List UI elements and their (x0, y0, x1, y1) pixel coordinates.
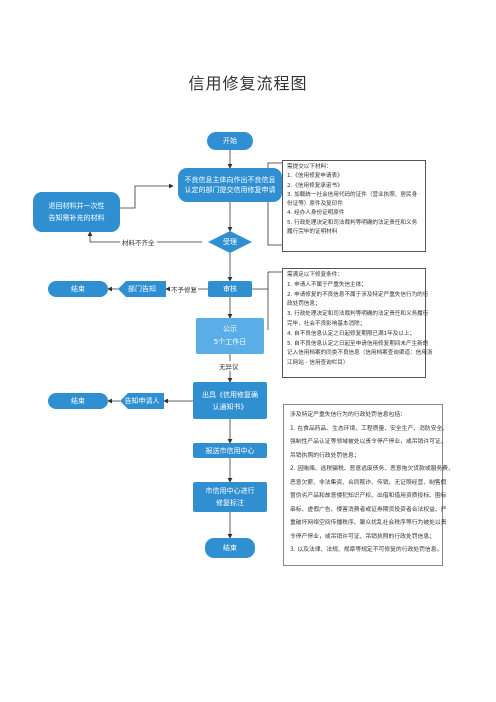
materials-line: 需提交以下材料： (287, 164, 332, 170)
conditions-line: 江网站 - 信用查询栏目） (287, 360, 349, 367)
materials-line: 1.《信用修复申请表》 (287, 173, 343, 180)
label-incomplete: 材料不齐全 (120, 237, 157, 247)
submit-line-2: 认定的部门提交信用修复申请 (184, 186, 276, 194)
serious-line: 吊销执照的行政处罚信息； (290, 452, 360, 459)
serious-line: 重破坏网络空间传播秩序、聚众扰乱社会秩序等行为被处以责 (290, 520, 447, 526)
conditions-line: 2. 申请修复的不良信息不属于涉及特定严重失信行为的行 (287, 291, 429, 298)
materials-line: 3. 加载统一社会信用代码的证件（营业执照、居民身 (287, 191, 418, 198)
report-center-node: 报送市信用中心 (193, 443, 267, 458)
end-left-node-1: 结束 (48, 281, 108, 297)
conditions-line: 需满足以下修复条件： (287, 272, 343, 278)
submit-application-node: 不良信息主体向作出不良信息 认定的部门提交信用修复申请 (178, 168, 282, 202)
issue-line-1: 出具《信用修复确 (202, 390, 258, 399)
serious-line: 强制性产品认证等领域被处以责令停产停业，或吊销许可证、 (290, 439, 447, 445)
conditions-line: 政处罚信息； (287, 301, 321, 308)
conditions-line: 4. 自不良信息认定之日起修复期限已满1年及以上； (287, 330, 416, 337)
materials-line: 5. 行政处理决定和司法裁判等明确的法定责任和义务 (287, 219, 418, 226)
materials-line: 2.《信用修复承诺书》 (287, 182, 343, 189)
serious-line: 3. 以及法律、法规、规章等规定不可修复的行政处罚信息。 (290, 547, 443, 553)
publicity-line-1: 公示 (223, 325, 237, 333)
serious-line: 2. 因贿赂、逃税骗税、恶意逃废债务、恶意拖欠货款或服务费、 (290, 466, 454, 472)
materials-note: 需提交以下材料： 1.《信用修复申请表》 2.《信用修复承诺书》 3. 加载统一… (282, 160, 426, 252)
return-materials-node: 退回材料并一次性 告知需补充的材料 (33, 192, 120, 232)
mark-line-2: 修复标注 (216, 499, 244, 507)
conditions-line: 5. 自不良信息认定之日起至申请信用修复期间未产生新的 (287, 340, 429, 347)
serious-line: 涉及特定严重失信行为的行政处罚信息包括： (290, 412, 406, 418)
materials-line: 履行完毕的证明材料 (287, 229, 338, 236)
serious-line: 冒伪劣产品和故意侵犯知识产权、出借和借用资质投标、围标 (290, 493, 447, 499)
accept-diamond: 受理 (208, 231, 252, 253)
page-title: 信用修复流程图 (188, 74, 308, 93)
publicity-line-2: 5个工作日 (213, 338, 247, 346)
notify-applicant-node: 告知申请人 (120, 393, 164, 409)
end-left-node-2: 结束 (48, 393, 108, 409)
serious-violations-note: 涉及特定严重失信行为的行政处罚信息包括： 1. 在食品药品、生态环境、工程质量、… (283, 404, 454, 566)
conditions-note: 需满足以下修复条件： 1. 申请人不属于严重失信主体； 2. 申请修复的不良信息… (282, 268, 433, 378)
conditions-line: 记入信用档案的同类不良信息（信用档案查询渠道：信用浙 (287, 350, 433, 357)
submit-line-1: 不良信息主体向作出不良信息 (184, 176, 276, 184)
serious-line: 1. 在食品药品、生态环境、工程质量、安全生产、消防安全、 (290, 425, 449, 432)
label-reject: 不予修复 (170, 284, 198, 294)
start-node: 开始 (207, 132, 253, 150)
issue-notice-node: 出具《信用修复确 认通知书》 (193, 382, 267, 419)
conditions-line: 1. 申请人不属于严重失信主体； (287, 281, 367, 288)
return-line-1: 退回材料并一次性 (48, 202, 105, 210)
conditions-line: 完毕，社会不良影响基本消除； (287, 320, 366, 327)
label-no-objection: 无异议 (217, 361, 241, 371)
repair-mark-node: 市信用中心进行 修复标注 (193, 482, 267, 512)
serious-line: 令停产停业，或吊销许可证、吊销执照的行政处罚信息； (290, 533, 435, 540)
review-node: 审核 (208, 281, 252, 297)
serious-line: 串标、虚假广告、侵害消费者或证券期货投资者合法权益、严 (290, 506, 447, 513)
materials-line: 4. 经办人身份证明原件 (287, 210, 345, 217)
materials-line: 份证等）原件及复印件 (287, 201, 343, 208)
return-line-2: 告知需补充的材料 (48, 214, 105, 222)
accept-label: 受理 (223, 238, 237, 246)
mark-line-1: 市信用中心进行 (205, 487, 255, 495)
conditions-line: 3. 行政处理决定和司法裁判等明确的法定责任和义务履行 (287, 311, 429, 318)
dept-notice-node: 部门告知 (118, 281, 166, 297)
end-node: 结束 (205, 538, 255, 558)
issue-line-2: 认通知书》 (212, 402, 248, 411)
serious-line: 恶意欠薪、非法集资、合同欺诈、传销、无证照经营、制售假 (290, 479, 447, 486)
publicity-node: 公示 5个工作日 (196, 318, 264, 354)
